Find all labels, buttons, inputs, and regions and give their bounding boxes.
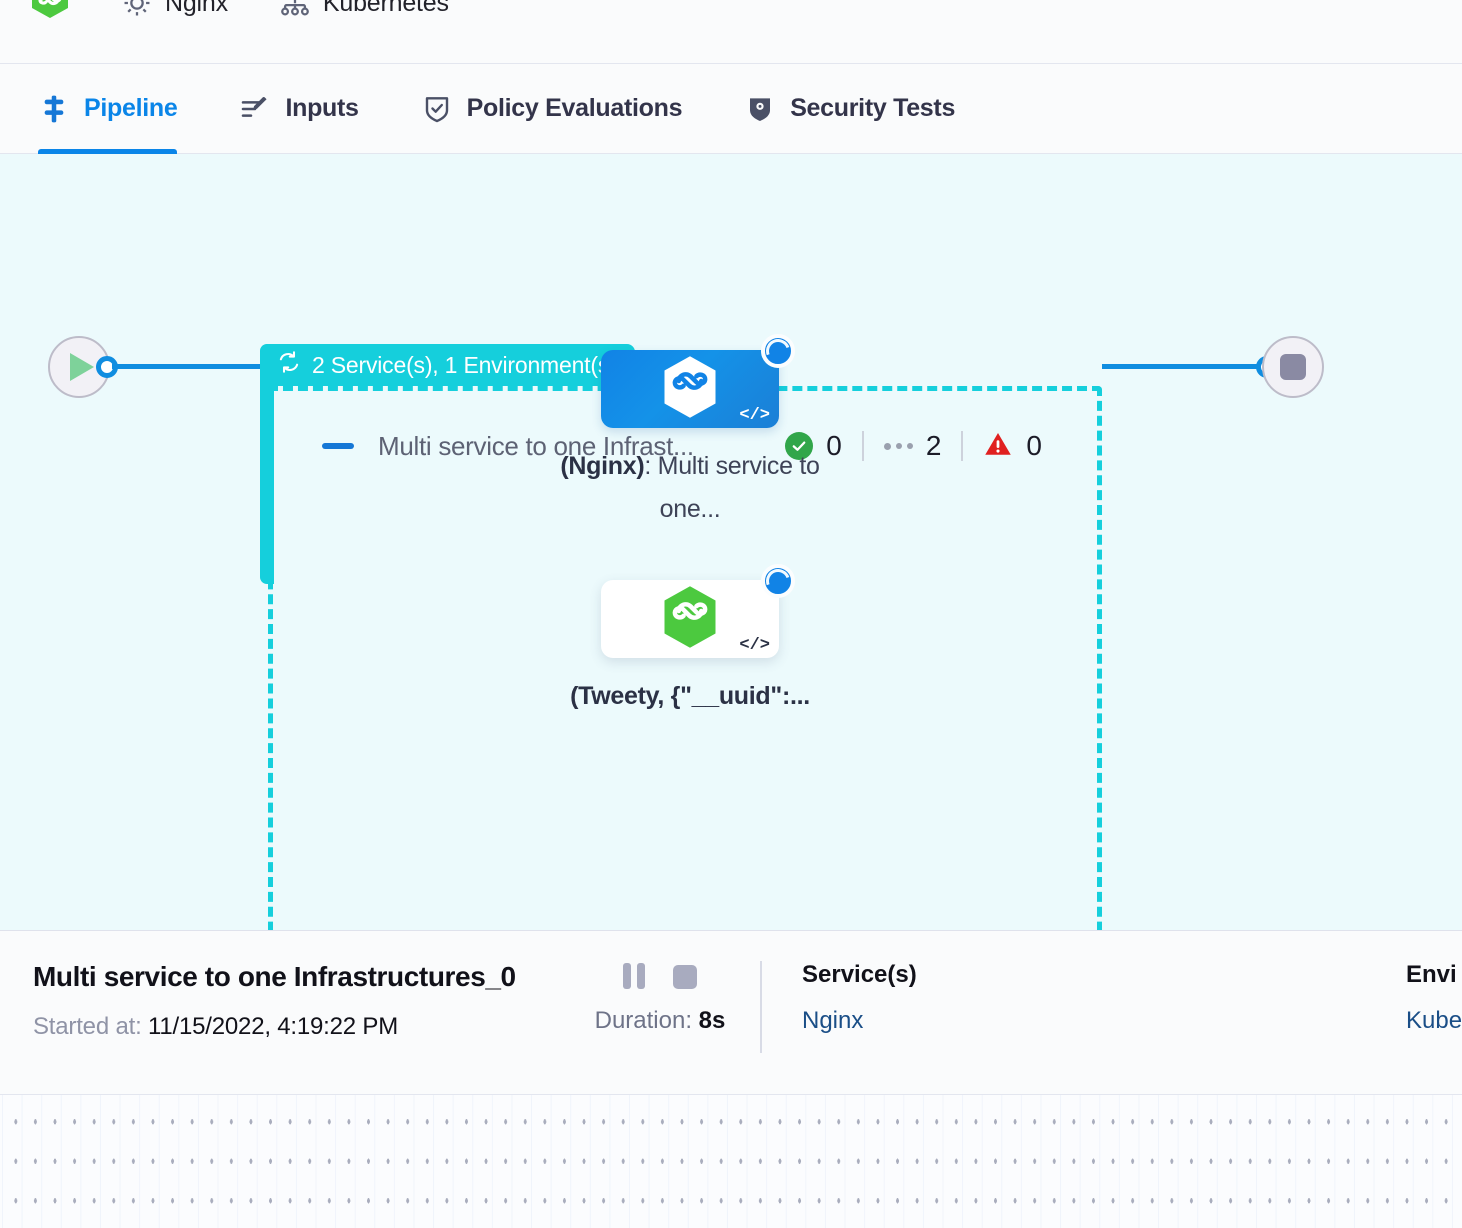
- execution-detail-panel: Multi service to one Infrastructures_0 S…: [0, 930, 1462, 1095]
- tab-label-policy-evaluations: Policy Evaluations: [466, 94, 683, 122]
- group-badge-label: 2 Service(s), 1 Environment(s): [312, 351, 617, 378]
- status-divider: [961, 431, 964, 461]
- breadcrumb-label-kubernetes: Kubernetes: [322, 0, 449, 17]
- loop-refresh-icon: [276, 349, 302, 381]
- dots-icon: [883, 442, 913, 450]
- breadcrumb-label-nginx: Nginx: [165, 0, 228, 17]
- spinner-icon: [761, 564, 795, 598]
- stop-icon: [1280, 354, 1306, 380]
- hexagon-infinity-icon: [660, 584, 720, 655]
- detail-duration-value: 8s: [698, 1007, 726, 1034]
- panel-divider: [760, 961, 762, 1053]
- hexagon-logo-icon: [30, 0, 70, 30]
- tab-security-tests[interactable]: Security Tests: [744, 64, 987, 154]
- tab-inputs[interactable]: Inputs: [239, 64, 390, 154]
- status-failed-count: 0: [1026, 430, 1042, 461]
- detail-column-title-environments: Envi: [1406, 961, 1457, 988]
- pipeline-icon: [38, 93, 70, 125]
- node-nginx[interactable]: </> (Nginx): Multi service to one...: [550, 334, 830, 530]
- node-label-tweety-service: (Tweety, {"__uuid":...: [570, 682, 810, 710]
- status-success: 0: [765, 430, 862, 462]
- background-dot-grid: [0, 1095, 1462, 1228]
- status-success-count: 0: [826, 430, 842, 461]
- tab-label-pipeline: Pipeline: [84, 94, 178, 122]
- detail-summary: Multi service to one Infrastructures_0 S…: [0, 961, 560, 1041]
- node-card-tweety[interactable]: </>: [601, 564, 795, 658]
- execution-controls: Duration: 8s: [560, 961, 760, 1035]
- spinner-icon: [761, 334, 795, 368]
- detail-column-value-environments[interactable]: Kube: [1406, 1007, 1462, 1034]
- check-circle-icon: [785, 432, 814, 460]
- breadcrumb-item-kubernetes[interactable]: Kubernetes: [278, 0, 449, 20]
- node-label-nginx-rest: : Multi service to one...: [644, 452, 820, 523]
- minus-icon[interactable]: [322, 443, 354, 449]
- edge-start-to-group: [112, 364, 264, 369]
- group-badge[interactable]: 2 Service(s), 1 Environment(s): [260, 344, 635, 386]
- detail-title: Multi service to one Infrastructures_0: [33, 961, 516, 992]
- detail-column-title-services: Service(s): [802, 961, 917, 988]
- play-icon: [70, 353, 94, 381]
- status-divider: [861, 431, 864, 461]
- end-node[interactable]: [1262, 336, 1324, 398]
- group-header: Multi service to one Infrast... 0 2: [322, 422, 1062, 470]
- node-label-nginx-service: (Nginx): [560, 452, 645, 480]
- shield-check-icon: [421, 93, 453, 125]
- gear-icon: [120, 0, 154, 20]
- detail-duration-label: Duration:: [594, 1007, 692, 1034]
- node-tweety[interactable]: </> (Tweety, {"__uuid":...: [550, 564, 830, 718]
- transport-controls: [623, 963, 697, 989]
- group-title: Multi service to one Infrast...: [378, 430, 694, 461]
- node-label-nginx: (Nginx): Multi service to one...: [550, 445, 830, 530]
- detail-column-environments: Envi Kube: [1406, 961, 1462, 1035]
- node-label-tweety: (Tweety, {"__uuid":...: [550, 675, 830, 718]
- hexagon-infinity-icon: [660, 354, 720, 425]
- status-summary: 0 2 0: [765, 429, 1062, 464]
- kubernetes-icon: [278, 0, 312, 20]
- breadcrumb: Nginx Kubernetes: [0, 0, 1462, 64]
- status-failed: 0: [963, 429, 1062, 464]
- detail-duration: Duration: 8s: [595, 1007, 726, 1035]
- code-icon: </>: [739, 636, 770, 655]
- stop-icon[interactable]: [673, 964, 697, 989]
- inputs-icon: [239, 93, 271, 125]
- tab-label-security-tests: Security Tests: [790, 94, 956, 122]
- node-card-nginx[interactable]: </>: [601, 334, 795, 428]
- warning-triangle-icon: [983, 429, 1013, 464]
- pipeline-canvas[interactable]: 2 Service(s), 1 Environment(s) Multi ser…: [0, 154, 1462, 930]
- edge-group-to-end: [1102, 364, 1262, 369]
- tab-policy-evaluations[interactable]: Policy Evaluations: [421, 64, 715, 154]
- detail-started: Started at: 11/15/2022, 4:19:22 PM: [33, 1013, 560, 1041]
- tab-label-inputs: Inputs: [285, 94, 359, 122]
- code-icon: </>: [739, 406, 770, 425]
- detail-started-label: Started at:: [33, 1013, 142, 1040]
- status-running-count: 2: [925, 430, 942, 461]
- shield-security-icon: [744, 93, 776, 125]
- pause-icon[interactable]: [623, 963, 645, 989]
- status-running: 2: [864, 430, 962, 462]
- detail-column-value-services[interactable]: Nginx: [802, 1007, 864, 1034]
- detail-started-value: 11/15/2022, 4:19:22 PM: [148, 1013, 399, 1040]
- tab-pipeline[interactable]: Pipeline: [38, 64, 209, 154]
- detail-column-services: Service(s) Nginx: [762, 961, 917, 1035]
- breadcrumb-item-logo[interactable]: [30, 0, 70, 30]
- tab-bar: Pipeline Inputs Policy Evaluations: [0, 64, 1462, 154]
- breadcrumb-item-nginx[interactable]: Nginx: [120, 0, 228, 20]
